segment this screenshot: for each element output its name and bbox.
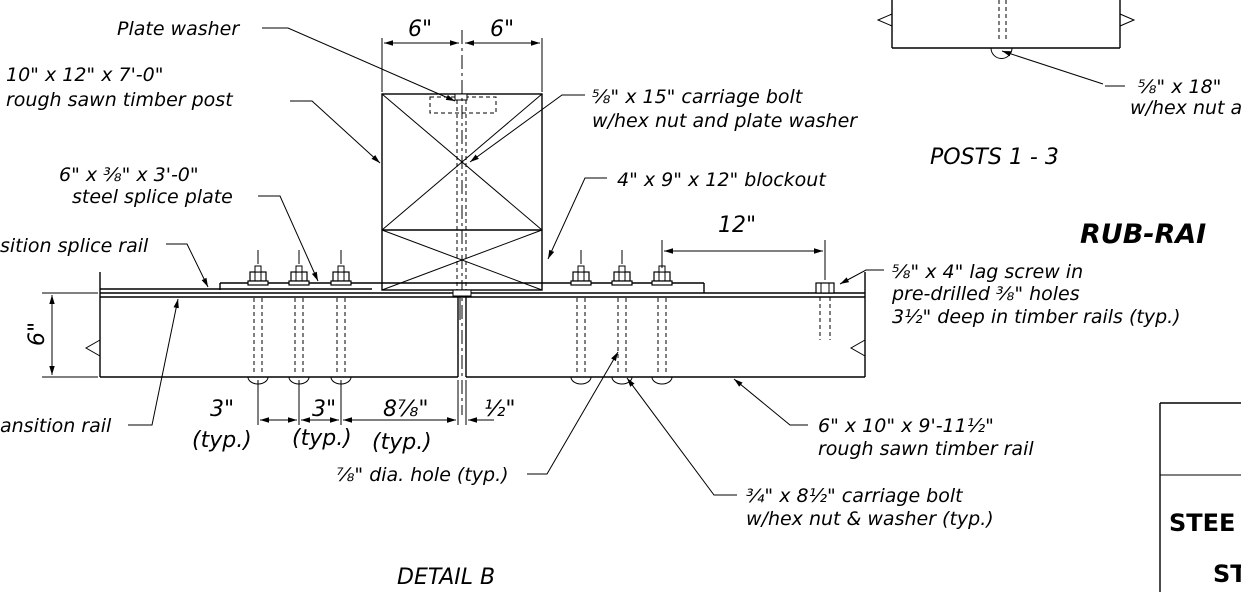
carriage-bolt-18-line1: ⅝" x 18" xyxy=(1138,76,1221,98)
rails xyxy=(84,272,866,378)
title-block-row1: STEE xyxy=(1169,509,1235,537)
bottom-dimensions xyxy=(257,380,494,425)
label-post-line2: rough sawn timber post xyxy=(6,89,234,111)
label-transition-rail: ansition rail xyxy=(0,415,112,437)
label-hole: ⅞" dia. hole (typ.) xyxy=(336,464,509,486)
label-splice-plate-line1: 6" x ⅜" x 3'-0" xyxy=(59,164,199,186)
posts-title: POSTS 1 - 3 xyxy=(930,145,1059,170)
label-lag-screw-line2: pre-drilled ⅜" holes xyxy=(891,283,1080,305)
label-carriage-bolt-812-line2: w/hex nut & washer (typ.) xyxy=(746,508,994,530)
label-timber-rail-line2: rough sawn timber rail xyxy=(818,438,1034,460)
label-splice-plate-line2: steel splice plate xyxy=(72,186,233,208)
post-dimensions xyxy=(381,38,543,92)
dim-lag-spacing: 12" xyxy=(718,213,756,238)
label-transition-splice-rail: sition splice rail xyxy=(0,235,149,257)
label-plate-washer: Plate washer xyxy=(117,18,240,40)
dim-typ-1: (typ.) xyxy=(192,428,252,453)
label-blockout: 4" x 9" x 12" blockout xyxy=(617,169,827,191)
timber-post xyxy=(381,30,543,415)
dim-typ-3: (typ.) xyxy=(372,430,432,455)
dim-rail-gap: ½" xyxy=(484,397,515,422)
dim-bolt-spacing-1: 3" xyxy=(210,397,234,422)
leader-lines xyxy=(128,27,884,496)
dim-typ-2: (typ.) xyxy=(292,426,352,451)
label-carriage-bolt-15-line1: ⅝" x 15" carriage bolt xyxy=(592,86,804,108)
posts-view xyxy=(876,0,1136,87)
title-block-row2: ST xyxy=(1213,560,1241,588)
dim-bolt-to-post: 8⅞" xyxy=(383,397,428,422)
dim-post-left-half: 6" xyxy=(408,17,432,42)
carriage-bolt-18-line2: w/hex nut a xyxy=(1130,97,1241,119)
label-lag-screw-line3: 3½" deep in timber rails (typ.) xyxy=(892,306,1181,328)
title-block xyxy=(1159,402,1241,592)
rub-rail-title: RUB-RAI xyxy=(1080,219,1206,250)
rail-height-dim xyxy=(42,292,98,378)
dim-post-right-half: 6" xyxy=(490,17,514,42)
carriage-bolts xyxy=(247,250,673,385)
detail-title: DETAIL B xyxy=(397,565,495,590)
label-carriage-bolt-812-line1: ¾" x 8½" carriage bolt xyxy=(746,485,964,507)
label-post-line1: 10" x 12" x 7'-0" xyxy=(6,64,163,86)
label-carriage-bolt-15-line2: w/hex nut and plate washer xyxy=(592,110,858,132)
lag-spacing-dim xyxy=(661,240,826,280)
label-timber-rail-line1: 6" x 10" x 9'-11½" xyxy=(818,415,994,437)
label-lag-screw-line1: ⅝" x 4" lag screw in xyxy=(892,261,1083,283)
dim-bolt-spacing-2: 3" xyxy=(312,397,336,422)
dim-rail-height: 6" xyxy=(25,322,50,346)
